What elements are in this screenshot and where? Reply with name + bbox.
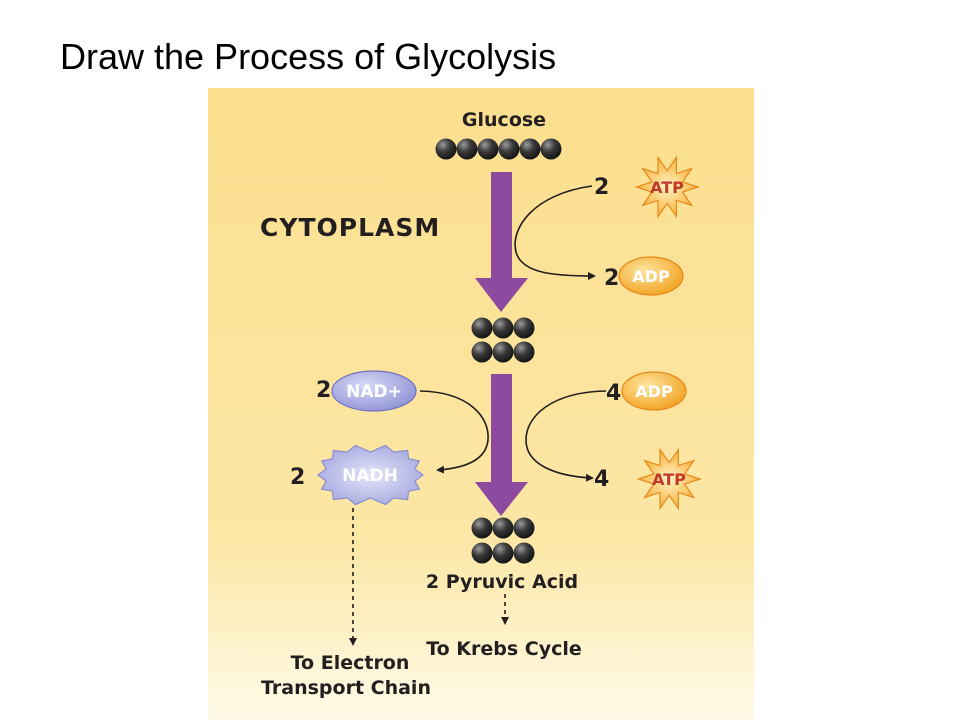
nad-count: 2 (316, 378, 331, 403)
carbon-atom (513, 317, 535, 339)
carbon-atom (492, 317, 514, 339)
glucose-molecule (435, 138, 562, 160)
nadh-count: 2 (290, 465, 305, 490)
glycolysis-step-arrow-2 (475, 374, 528, 516)
adp-investment-label: ADP (632, 267, 670, 286)
glycolysis-diagram: CYTOPLASM Glucose 2 Pyruvic Acid 2 ATP (208, 88, 754, 720)
adp-investment-count: 2 (604, 266, 619, 291)
carbon-atom (498, 138, 520, 160)
adp-investment-oval: ADP (618, 256, 684, 296)
carbon-atom (456, 138, 478, 160)
atp-payoff-burst: ATP (636, 447, 702, 511)
atp-investment-count: 2 (594, 175, 609, 200)
slide-title: Draw the Process of Glycolysis (60, 36, 557, 77)
adp-payoff-label: ADP (635, 382, 673, 401)
atp-investment-curve (514, 185, 596, 280)
carbon-atom (471, 317, 493, 339)
glucose-label: Glucose (462, 109, 546, 131)
nad-oval: NAD+ (331, 370, 417, 412)
carbon-atom (477, 138, 499, 160)
etc-label-line1: To Electron (291, 652, 410, 674)
glycolysis-step-arrow-1 (475, 172, 528, 312)
carbon-atom (471, 542, 493, 564)
atp-payoff-label: ATP (652, 470, 686, 489)
adp-payoff-count: 4 (606, 381, 621, 406)
krebs-label: To Krebs Cycle (426, 638, 582, 660)
nad-reduction-curve (419, 390, 489, 474)
carbon-atom (435, 138, 457, 160)
atp-investment-label: ATP (650, 178, 684, 197)
carbon-atom (540, 138, 562, 160)
intermediate-molecule (471, 317, 535, 363)
etc-label-line2: Transport Chain (261, 677, 431, 699)
carbon-atom (513, 542, 535, 564)
atp-payoff-count: 4 (594, 467, 609, 492)
carbon-atom (492, 341, 514, 363)
atp-payoff-curve (525, 390, 607, 482)
carbon-atom (471, 517, 493, 539)
atp-investment-burst: ATP (634, 155, 700, 219)
nad-label: NAD+ (346, 382, 402, 402)
cytoplasm-label: CYTOPLASM (260, 213, 440, 242)
carbon-atom (492, 517, 514, 539)
carbon-atom (492, 542, 514, 564)
carbon-atom (471, 341, 493, 363)
carbon-atom (519, 138, 541, 160)
nadh-label: NADH (342, 466, 398, 486)
adp-payoff-oval: ADP (621, 371, 687, 411)
carbon-atom (513, 517, 535, 539)
pyruvic-acid-molecules (471, 517, 535, 564)
pyruvic-acid-label: 2 Pyruvic Acid (426, 571, 578, 593)
nadh-burst: NADH (316, 444, 425, 506)
carbon-atom (513, 341, 535, 363)
